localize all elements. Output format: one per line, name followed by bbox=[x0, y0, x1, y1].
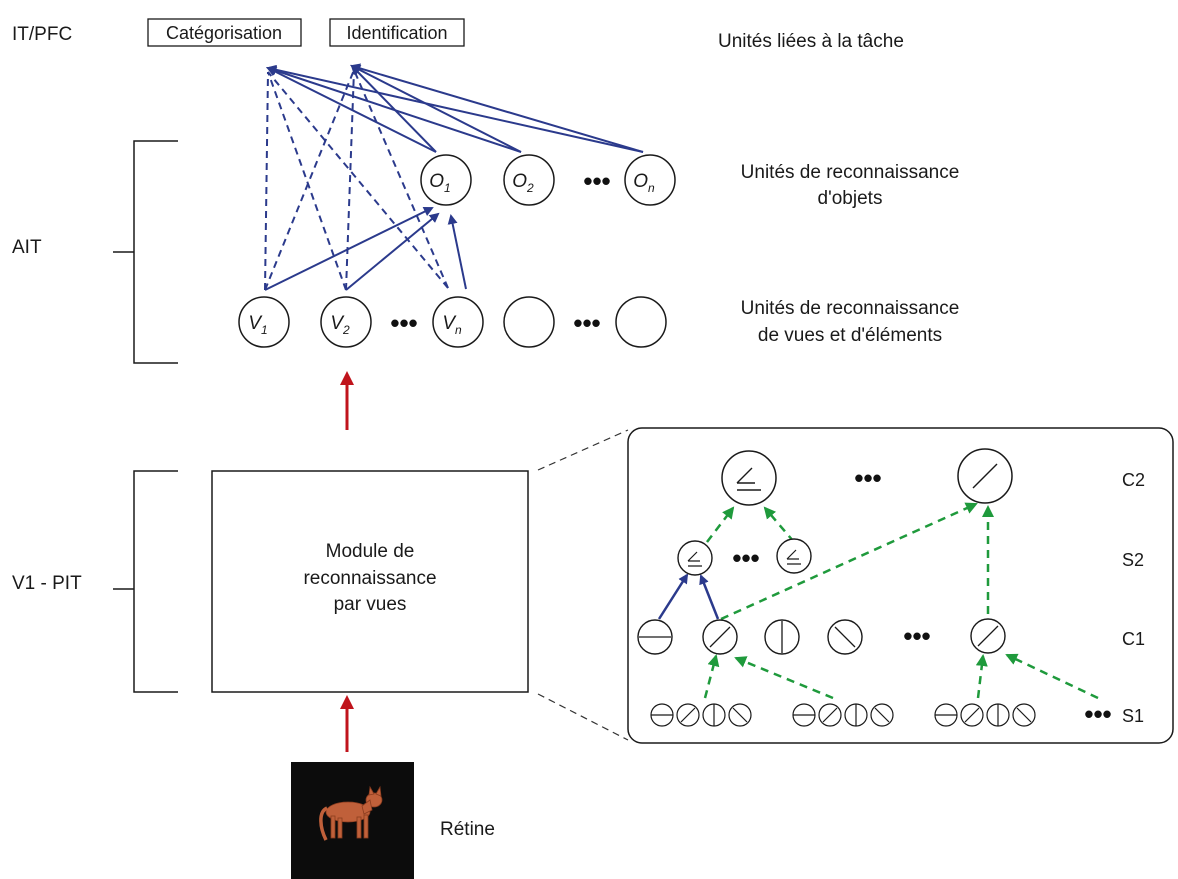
module-label-line1: Module de bbox=[326, 541, 415, 562]
svg-text:O1: O1 bbox=[429, 171, 450, 195]
ait-label: AIT bbox=[12, 237, 42, 258]
view-units-label-line2: de vues et d'éléments bbox=[758, 325, 942, 346]
view-node-2-sub: 2 bbox=[342, 323, 350, 337]
c1-ellipsis: ••• bbox=[903, 621, 930, 651]
view-node-1-letter: V bbox=[248, 313, 263, 334]
s2-ellipsis: ••• bbox=[732, 543, 759, 573]
svg-text:Vn: Vn bbox=[442, 313, 462, 337]
s1-ellipsis: ••• bbox=[1084, 699, 1111, 729]
view-node-n-sub: n bbox=[455, 323, 462, 337]
dashed-connections bbox=[264, 69, 449, 291]
s1-row bbox=[650, 703, 1036, 727]
c2-ellipsis: ••• bbox=[854, 463, 881, 493]
s2-node-2 bbox=[776, 538, 812, 574]
v1-pit-bracket bbox=[113, 470, 178, 693]
object-node-1: O1 bbox=[420, 154, 472, 206]
c1-node-horizontal bbox=[637, 619, 673, 655]
c1-node-diagonal bbox=[702, 619, 738, 655]
object-node-1-letter: O bbox=[429, 171, 444, 192]
view-ellipsis-2: ••• bbox=[573, 308, 600, 338]
c2-node-1 bbox=[721, 450, 777, 506]
view-units-label-line1: Unités de reconnaissance bbox=[741, 298, 960, 319]
v1-pit-label: V1 - PIT bbox=[12, 573, 82, 594]
object-units-label-line1: Unités de reconnaissance bbox=[741, 162, 960, 183]
object-node-n: On bbox=[624, 154, 676, 206]
identification-box: Identification bbox=[329, 18, 465, 47]
view-node-empty-2 bbox=[615, 296, 667, 348]
object-to-task-connections bbox=[266, 63, 644, 153]
object-ellipsis: ••• bbox=[583, 166, 610, 196]
zoom-lines bbox=[537, 429, 629, 741]
object-node-1-sub: 1 bbox=[444, 181, 451, 195]
c1-node-vertical bbox=[764, 619, 800, 655]
layer-label-c1: C1 bbox=[1122, 629, 1145, 649]
task-units-label: Unités liées à la tâche bbox=[718, 31, 904, 52]
object-node-2: O2 bbox=[503, 154, 555, 206]
view-node-empty-1 bbox=[503, 296, 555, 348]
module-label-line2: reconnaissance bbox=[303, 568, 436, 589]
layer-label-s1: S1 bbox=[1122, 706, 1144, 726]
identification-label: Identification bbox=[346, 23, 447, 43]
c2-node-2 bbox=[957, 448, 1013, 504]
c1-node-antidiagonal bbox=[827, 619, 863, 655]
view-node-2: V2 bbox=[320, 296, 372, 348]
detail-panel: ••• ••• ••• bbox=[627, 427, 1174, 744]
svg-text:V1: V1 bbox=[248, 313, 267, 337]
retina-cat-image bbox=[291, 762, 414, 879]
green-connections bbox=[703, 502, 1099, 700]
it-pfc-label: IT/PFC bbox=[12, 24, 72, 45]
categorisation-label: Catégorisation bbox=[166, 23, 282, 43]
svg-text:On: On bbox=[633, 171, 655, 195]
object-units-label-line2: d'objets bbox=[818, 188, 883, 209]
c1-node-diagonal-2 bbox=[970, 618, 1006, 654]
layer-label-s2: S2 bbox=[1122, 550, 1144, 570]
view-node-n-letter: V bbox=[442, 313, 457, 334]
layer-label-c2: C2 bbox=[1122, 470, 1145, 490]
view-node-2-letter: V bbox=[330, 313, 345, 334]
module-label-line3: par vues bbox=[334, 594, 407, 615]
view-recognition-module: Module de reconnaissance par vues bbox=[211, 470, 529, 693]
view-ellipsis-1: ••• bbox=[390, 308, 417, 338]
view-node-1: V1 bbox=[238, 296, 290, 348]
retina-label: Rétine bbox=[440, 819, 495, 840]
object-node-2-letter: O bbox=[512, 171, 527, 192]
svg-text:V2: V2 bbox=[330, 313, 350, 337]
object-node-2-sub: 2 bbox=[526, 181, 534, 195]
s2-node-1 bbox=[677, 540, 713, 576]
view-node-1-sub: 1 bbox=[261, 323, 268, 337]
c1-to-s2-connections bbox=[657, 573, 720, 620]
object-node-n-letter: O bbox=[633, 171, 648, 192]
view-node-n: Vn bbox=[432, 296, 484, 348]
svg-text:O2: O2 bbox=[512, 171, 534, 195]
view-to-object-connections bbox=[264, 207, 467, 291]
categorisation-box: Catégorisation bbox=[147, 18, 302, 47]
object-node-n-sub: n bbox=[648, 181, 655, 195]
ait-bracket bbox=[113, 140, 178, 364]
